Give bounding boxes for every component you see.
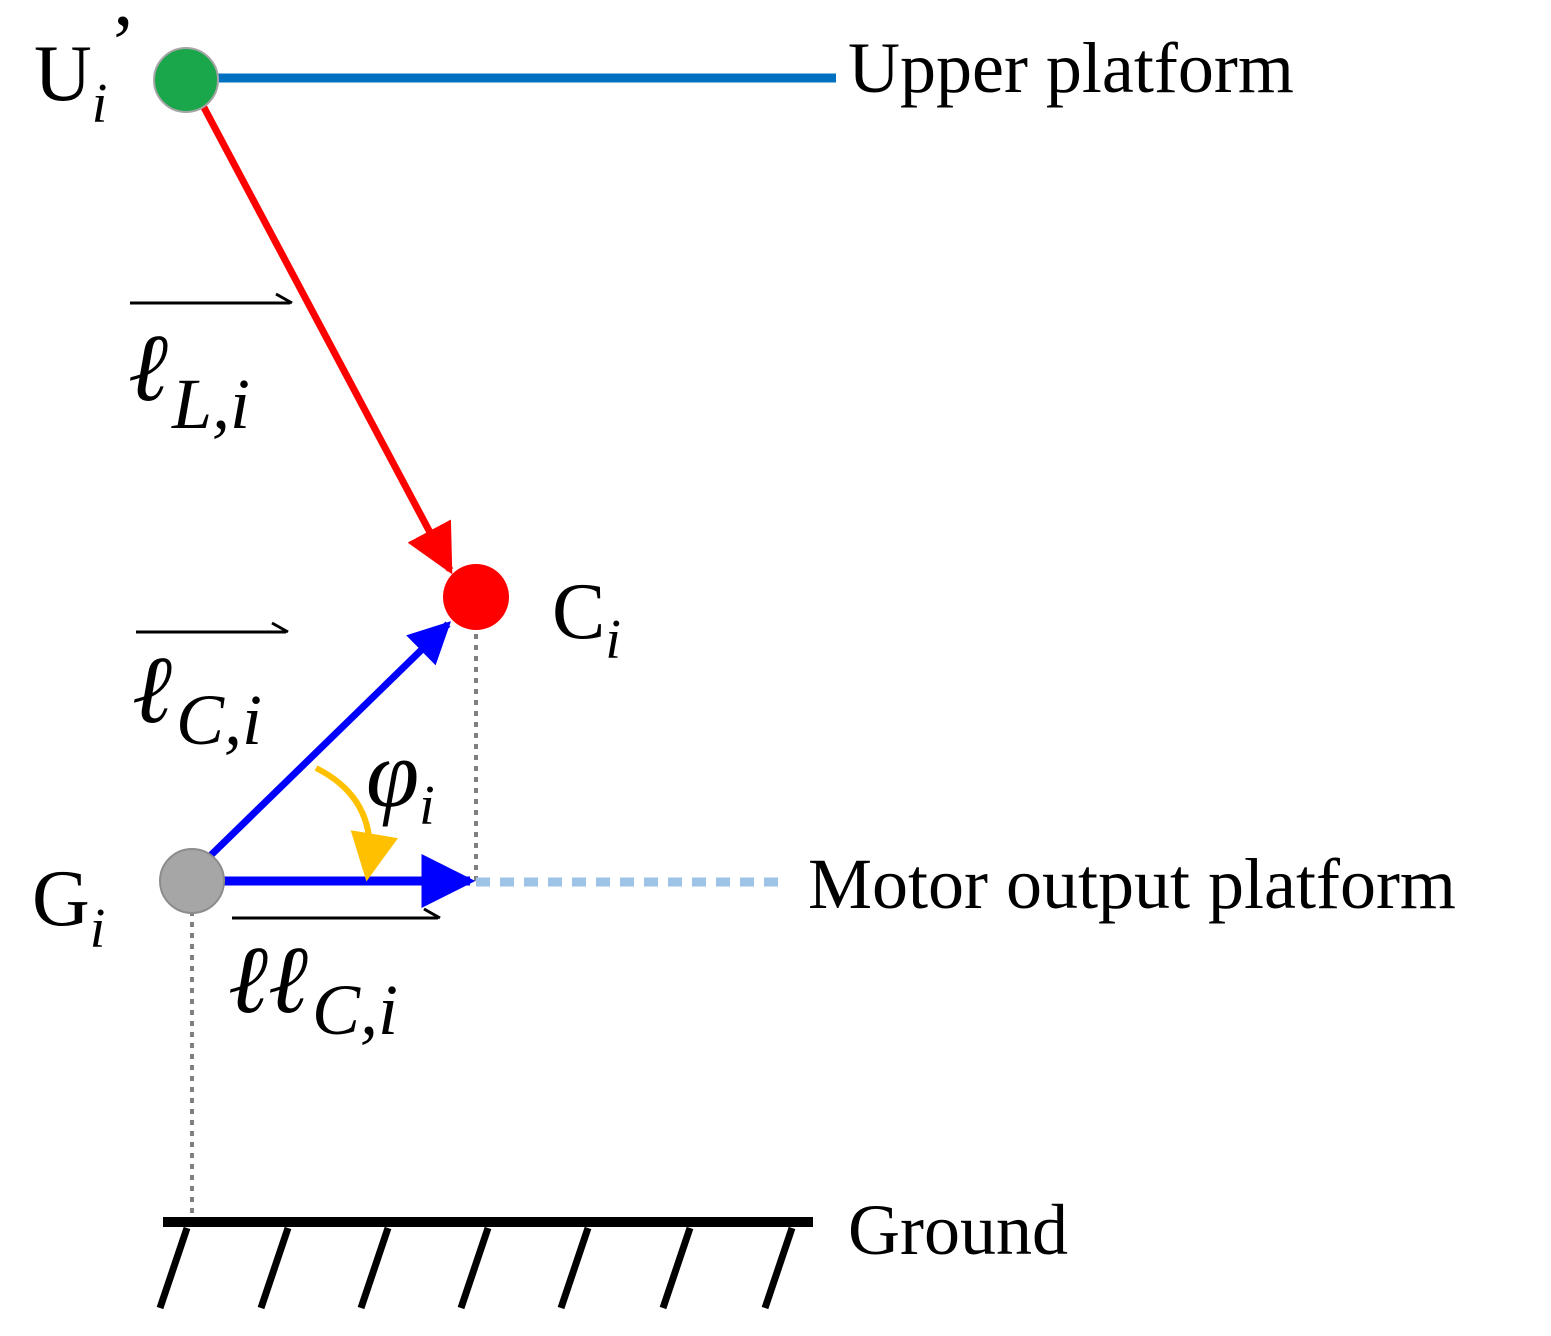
g-joint-marker <box>159 848 225 914</box>
angle-phi-arc <box>314 765 398 882</box>
ground-label: Ground <box>848 1190 1068 1270</box>
upper-joint-marker <box>153 47 219 113</box>
c-joint-marker <box>443 564 509 630</box>
angle-phi-label: φi <box>366 720 435 837</box>
vector-ll-C-label: ℓℓC,i <box>228 926 398 1050</box>
motor-platform-label: Motor output platform <box>808 844 1456 924</box>
ground-hatching <box>156 1226 796 1310</box>
vector-l-L-arrow <box>196 98 454 575</box>
upper-joint-label: Ui’ <box>34 0 136 135</box>
upper-platform-label: Upper platform <box>848 28 1294 108</box>
vector-l-L-label: ℓL,i <box>128 314 250 444</box>
c-joint-label: Ci <box>552 568 621 671</box>
vector-l-C-label: ℓC,i <box>132 636 262 760</box>
g-joint-label: Gi <box>32 855 105 960</box>
vector-l-C-arrow <box>205 621 452 861</box>
